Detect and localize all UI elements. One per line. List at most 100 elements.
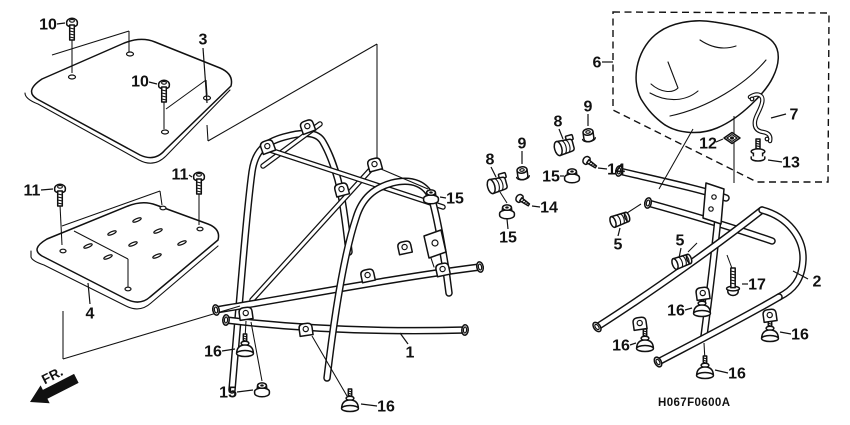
callout-3: 3 <box>199 32 208 49</box>
callout-leader-8 <box>490 166 497 178</box>
part-peg-icon <box>607 210 632 229</box>
callout-15: 15 <box>542 169 560 186</box>
part-clamp-icon <box>484 171 511 196</box>
callout-6: 6 <box>593 55 602 72</box>
part-foot-icon <box>635 328 655 353</box>
assembly-line <box>62 305 241 360</box>
part-cap-icon <box>460 323 470 337</box>
callout-16: 16 <box>728 366 746 383</box>
callout-9: 9 <box>518 136 527 153</box>
assembly-line <box>499 191 508 204</box>
callout-leader-10 <box>56 22 66 25</box>
seat <box>635 20 779 134</box>
part-ear-icon <box>297 321 314 338</box>
assembly-line <box>73 230 129 260</box>
part-cap-icon <box>221 313 231 327</box>
part-ear-icon <box>359 267 377 284</box>
callout-16: 16 <box>204 344 222 361</box>
callout-5: 5 <box>614 237 623 254</box>
callout-leader-14 <box>597 167 608 170</box>
callout-14: 14 <box>607 162 625 179</box>
part-screwS-icon <box>580 154 599 171</box>
callout-16: 16 <box>377 399 395 416</box>
part-ear-icon <box>761 307 778 324</box>
assembly-line <box>207 43 378 142</box>
carrier-lower-plate <box>30 202 220 310</box>
callout-leader-11 <box>40 188 54 191</box>
callout-leader-3 <box>202 47 208 104</box>
callout-13: 13 <box>782 155 800 172</box>
part-foot-icon <box>695 355 715 380</box>
part-ear-icon <box>434 261 452 278</box>
part-clamp-icon <box>551 133 578 158</box>
callout-10: 10 <box>131 74 149 91</box>
callout-leader-15 <box>236 389 254 393</box>
front-direction-marker: FR. <box>30 364 79 404</box>
part-screwS-icon <box>513 192 532 209</box>
callout-leader-12 <box>715 138 724 143</box>
assembly-line <box>61 190 161 227</box>
callout-10: 10 <box>39 17 57 34</box>
callout-16: 16 <box>667 303 685 320</box>
callout-leader-14 <box>531 205 541 208</box>
assembly-line <box>51 30 130 56</box>
part-foot-icon <box>340 388 360 413</box>
callout-11: 11 <box>24 183 41 200</box>
part-nut-icon <box>253 382 271 398</box>
pillion-frame <box>593 167 807 366</box>
callout-11: 11 <box>172 167 189 184</box>
callout-leader-15 <box>506 218 509 230</box>
callout-leader-1 <box>399 332 409 345</box>
callout-leader-5 <box>617 227 621 237</box>
callout-17: 17 <box>748 277 766 294</box>
part-screwF-icon <box>750 138 766 162</box>
frame-mount-plate <box>702 182 725 225</box>
part-nut-icon <box>563 168 581 184</box>
seat-hook-bracket <box>747 92 773 144</box>
part-screw-icon <box>65 17 79 41</box>
part-screwL-icon <box>725 267 741 297</box>
part-ear-icon <box>396 239 414 256</box>
diagram-code: H067F0600A <box>658 397 730 409</box>
callout-16: 16 <box>612 338 630 355</box>
callout-5: 5 <box>676 233 685 250</box>
assembly-line <box>311 335 348 397</box>
callout-leader-16 <box>360 403 378 407</box>
callout-15: 15 <box>219 385 237 402</box>
callout-leader-15 <box>439 196 447 199</box>
part-screw-icon <box>53 183 67 207</box>
part-clip-icon <box>723 131 741 145</box>
part-ear-icon <box>694 285 711 302</box>
callout-leader-10 <box>148 81 158 85</box>
callout-leader-16 <box>779 331 792 335</box>
callout-7: 7 <box>790 107 799 124</box>
plate-slots <box>83 217 187 260</box>
carrier-frame <box>212 121 484 394</box>
assembly-line <box>59 204 63 246</box>
part-ear-icon <box>237 305 254 322</box>
assembly-line <box>159 190 163 206</box>
assembly-line <box>687 242 698 253</box>
part-screw-icon <box>192 171 206 195</box>
frame-latch-bracket <box>423 229 447 268</box>
callout-12: 12 <box>699 136 717 153</box>
callout-8: 8 <box>554 114 563 131</box>
callout-15: 15 <box>446 191 464 208</box>
carrier-top-plate <box>24 38 233 164</box>
callout-16: 16 <box>791 327 809 344</box>
assembly-lines <box>51 30 773 397</box>
callout-1: 1 <box>406 345 415 362</box>
assembly-line <box>165 79 207 110</box>
assembly-line <box>250 321 263 382</box>
part-ear-icon <box>631 315 648 332</box>
assembly-line <box>658 128 694 190</box>
part-collar-icon <box>514 165 531 182</box>
seat-dashed-box <box>612 11 830 183</box>
assembly-line <box>380 168 429 190</box>
callout-9: 9 <box>584 99 593 116</box>
assembly-line <box>626 203 642 214</box>
fr-arrow-icon <box>30 373 79 404</box>
callout-8: 8 <box>486 152 495 169</box>
callout-4: 4 <box>86 306 95 323</box>
